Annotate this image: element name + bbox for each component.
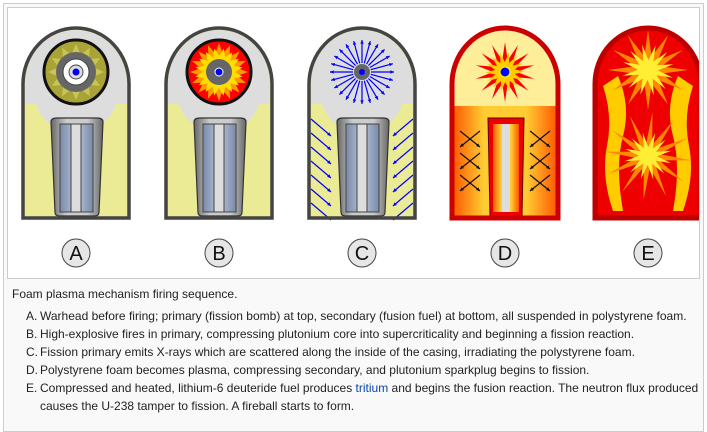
panel-b (164, 26, 274, 220)
caption-item-e: E.Compressed and heated, lithium-6 deute… (26, 379, 702, 415)
figure-caption: Foam plasma mechanism firing sequence. A… (12, 285, 702, 415)
item-text: and begins the fusion reaction. The neut… (40, 381, 699, 413)
panel-label-b: B (204, 238, 234, 268)
panel-e (592, 25, 699, 221)
tritium-link[interactable]: tritium (355, 381, 389, 395)
panel-label-c: C (347, 238, 377, 268)
caption-item-d: D.Polystyrene foam becomes plasma, compr… (26, 361, 702, 379)
firing-sequence-diagram: A B C D E (21, 25, 699, 268)
item-text: Compressed and heated, lithium-6 deuteri… (40, 381, 356, 395)
item-marker: C. (26, 345, 38, 359)
item-marker: D. (26, 363, 38, 377)
item-text: Fission primary emits X-rays which are s… (40, 345, 635, 359)
svg-text:B: B (212, 243, 225, 265)
svg-text:D: D (498, 243, 512, 265)
svg-text:E: E (641, 243, 654, 265)
item-marker: A. (26, 309, 38, 323)
caption-item-c: C.Fission primary emits X-rays which are… (26, 343, 702, 361)
caption-title: Foam plasma mechanism firing sequence. (12, 287, 238, 301)
caption-item-a: A.Warhead before firing; primary (fissio… (26, 307, 702, 325)
figure-image[interactable]: A B C D E (7, 7, 700, 279)
caption-list: A.Warhead before firing; primary (fissio… (12, 307, 702, 415)
panel-d (449, 25, 561, 221)
item-text: Polystyrene foam becomes plasma, compres… (40, 363, 590, 377)
item-marker: E. (26, 381, 38, 395)
svg-text:A: A (69, 243, 83, 265)
svg-text:C: C (355, 243, 369, 265)
item-text: High-explosive fires in primary, compres… (40, 327, 635, 341)
panel-label-e: E (633, 238, 663, 268)
panel-label-a: A (61, 238, 91, 268)
figure-thumbnail: A B C D E Foam plasma mechanism firing s… (3, 3, 704, 432)
panel-a (21, 26, 131, 220)
panel-c (307, 26, 417, 221)
caption-item-b: B.High-explosive fires in primary, compr… (26, 325, 702, 343)
panel-label-d: D (490, 238, 520, 268)
item-marker: B. (26, 327, 38, 341)
item-text: Warhead before firing; primary (fission … (40, 309, 687, 323)
